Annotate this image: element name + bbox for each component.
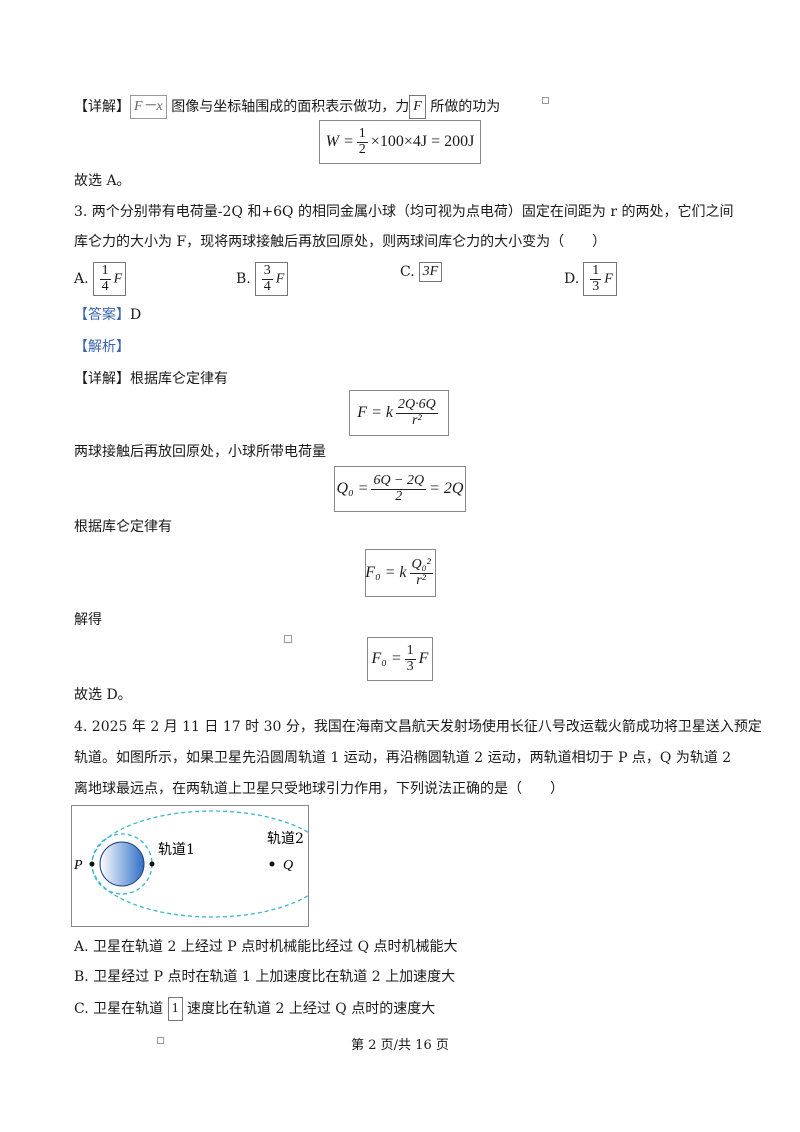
choose-d: 故选 D。 — [74, 687, 132, 703]
detail-tag: 【详解】 — [74, 99, 130, 115]
label-q: Q — [283, 858, 293, 873]
label-orbit-2: 轨道2 — [267, 831, 304, 847]
q3-detail: 【详解】根据库仑定律有 — [74, 371, 228, 387]
q3-line-2: 库仑力的大小为 F，现将两球接触后再放回原处，则两球间库仑力的大小变为（ ） — [74, 234, 607, 250]
q4-option-b[interactable]: B. 卫星经过 P 点时在轨道 1 上加速度比在轨道 2 上加速度大 — [74, 969, 456, 985]
formula-box-f: F — [409, 95, 426, 119]
point-orbit1-dot — [149, 861, 155, 867]
earth-icon — [99, 841, 145, 887]
q4-line-2: 轨道。如图所示，如果卫星先沿圆周轨道 1 运动，再沿椭圆轨道 2 运动，两轨道相… — [74, 750, 732, 766]
placeholder-mark-3 — [157, 1037, 164, 1044]
label-orbit-1: 轨道1 — [158, 842, 195, 858]
point-p-dot — [89, 861, 95, 867]
q3-analysis-tag: 【解析】 — [74, 339, 130, 355]
eq-w-lhs: W = — [325, 133, 354, 150]
equation-work: W = 1 2 ×100×4J = 200J — [319, 120, 481, 164]
q3-text-4: 解得 — [74, 612, 102, 628]
q3-line-1: 3. 两个分别带有电荷量-2Q 和+6Q 的相同金属小球（均可视为点电荷）固定在… — [74, 204, 734, 220]
q3-option-c[interactable]: C. 3F — [400, 262, 443, 282]
detail-text-2: 所做的功为 — [430, 99, 501, 115]
q4-option-c[interactable]: C. 卫星在轨道 1 速度比在轨道 2 上经过 Q 点时的速度大 — [74, 997, 435, 1021]
orbit-diagram-svg: P Q 轨道1 轨道2 — [73, 810, 333, 918]
page-footer: 第 2 页/共 16 页 — [351, 1038, 449, 1053]
detail-text-1: 图像与坐标轴围成的面积表示做功，力 — [171, 99, 410, 115]
eq-w-rhs: ×100×4J = 200J — [370, 133, 475, 150]
answer-value: D — [130, 307, 142, 323]
label-p: P — [73, 858, 83, 873]
formula-box-1: 1 — [167, 997, 183, 1021]
orbit-figure: P Q 轨道1 轨道2 — [71, 805, 333, 927]
formula-box-f-x: F－x — [130, 95, 167, 119]
q4-option-a[interactable]: A. 卫星在轨道 2 上经过 P 点时机械能比经过 Q 点时机械能大 — [74, 939, 458, 955]
q3-text-3: 根据库仑定律有 — [74, 519, 172, 535]
point-q-dot — [269, 861, 275, 867]
placeholder-mark — [542, 97, 549, 104]
choose-a: 故选 A。 — [74, 173, 131, 189]
eq-w-frac: 1 2 — [356, 125, 368, 157]
q4-line-1: 4. 2025 年 2 月 11 日 17 时 30 分，我国在海南文昌航天发射… — [74, 719, 762, 735]
q4-line-3: 离地球最远点，在两轨道上卫星只受地球引力作用，下列说法正确的是（ ） — [74, 781, 564, 797]
q3-text-2: 两球接触后再放回原处，小球所带电荷量 — [74, 444, 326, 460]
q3-answer: 【答案】D — [74, 305, 141, 325]
answer-tag: 【答案】 — [74, 307, 130, 323]
placeholder-mark-2 — [284, 635, 292, 643]
